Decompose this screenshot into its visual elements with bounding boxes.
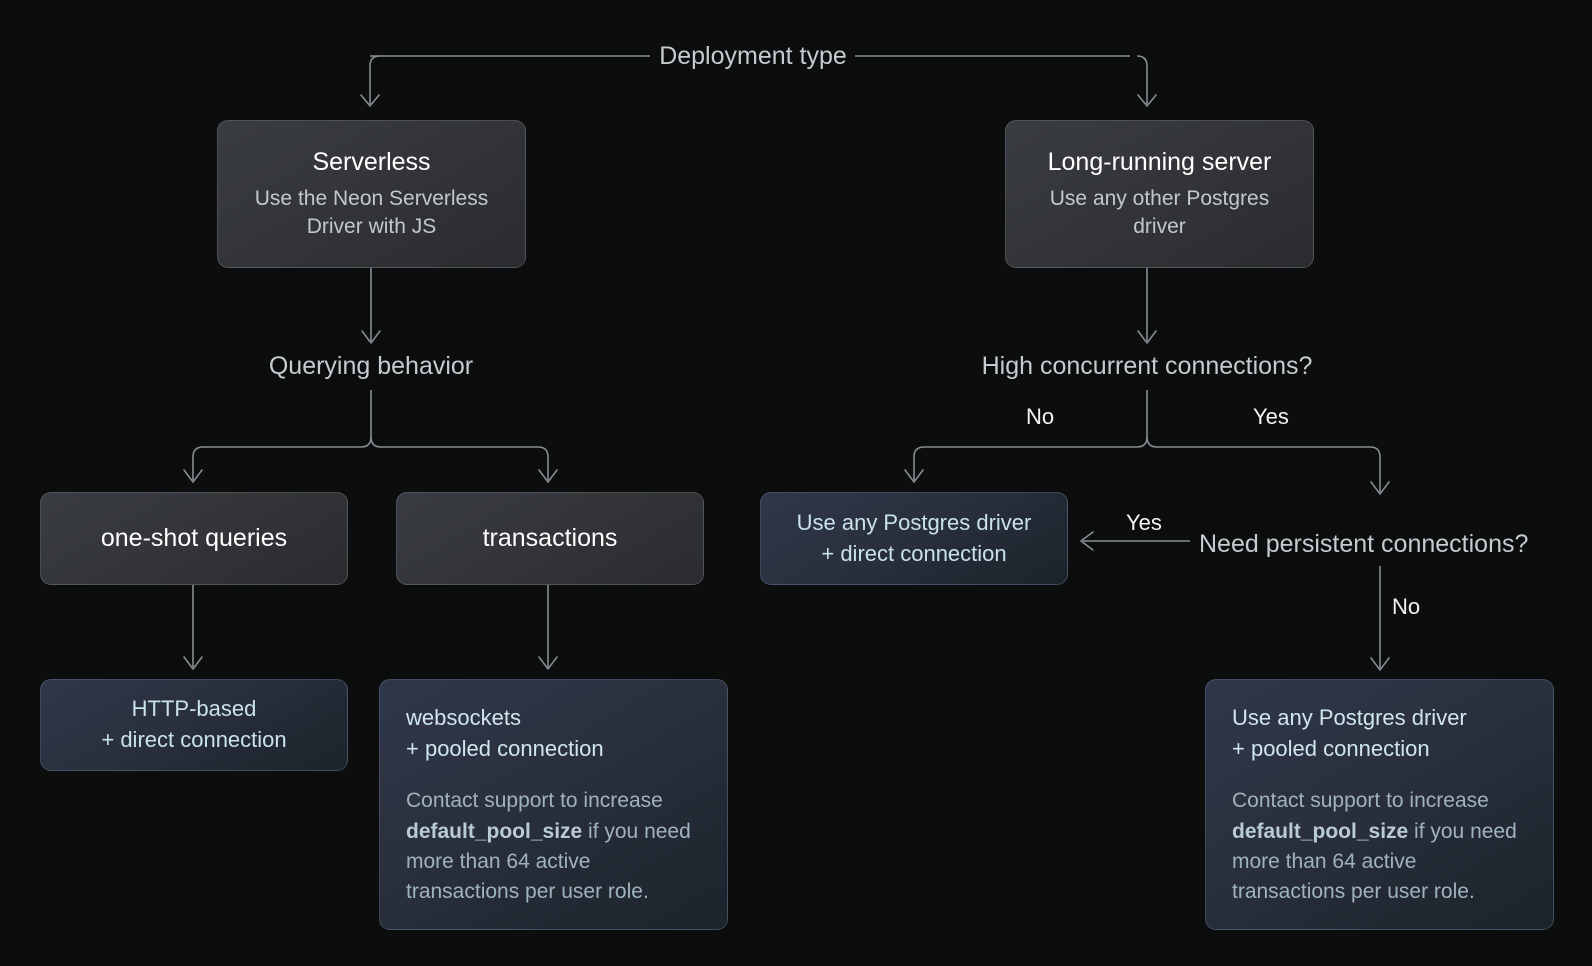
serverless-subtitle: Use the Neon Serverless Driver with JS (254, 186, 489, 238)
oneshot-label: one-shot queries (100, 524, 288, 552)
websockets-note: Contact support to increase default_pool… (406, 786, 701, 907)
edge-querying-to-oneshot (192, 436, 372, 480)
longrunning-title: Long-running server (1047, 148, 1272, 177)
websockets-note-after: if you need more than 64 active transact… (406, 819, 691, 903)
edge-root-to-longrunning (1136, 55, 1148, 104)
question-high-concurrent-connections: High concurrent connections? (981, 352, 1313, 380)
node-oneshot-queries-box[interactable]: one-shot queries (40, 492, 348, 585)
websockets-note-code: default_pool_size (406, 819, 583, 843)
branch-label-persistent-yes: Yes (1126, 510, 1162, 535)
branch-label-concurrency-yes: Yes (1253, 404, 1289, 429)
http-line2: + direct connection (101, 727, 287, 752)
arrowhead-transactions-to-websockets (538, 656, 558, 670)
arrowhead-serverless-to-querying (361, 330, 381, 344)
arrowhead-root-to-longrunning (1137, 94, 1157, 107)
node-transactions-box[interactable]: transactions (396, 492, 704, 585)
websockets-line2: + pooled connection (406, 736, 604, 762)
transactions-label: transactions (482, 524, 618, 552)
serverless-title: Serverless (312, 148, 431, 177)
arrowhead-concurrency-yes (1370, 481, 1390, 495)
node-websockets-box[interactable]: websockets + pooled connection Contact s… (379, 679, 728, 930)
edge-querying-to-transactions (370, 436, 549, 480)
node-pooled-driver-box[interactable]: Use any Postgres driver + pooled connect… (1205, 679, 1554, 930)
http-line1: HTTP-based (131, 696, 257, 722)
branch-label-concurrency-no: No (1026, 404, 1055, 429)
arrowhead-root-to-serverless (360, 94, 380, 107)
node-longrunning-box[interactable]: Long-running server Use any other Postgr… (1005, 120, 1314, 268)
node-http-based-box[interactable]: HTTP-based + direct connection (40, 679, 348, 771)
question-need-persistent-connections: Need persistent connections? (1199, 530, 1529, 558)
pooled-driver-note: Contact support to increase default_pool… (1232, 786, 1527, 907)
arrowhead-concurrency-no (904, 469, 924, 483)
pooled-driver-line1: Use any Postgres driver (1232, 704, 1467, 730)
pooled-driver-note-code: default_pool_size (1232, 819, 1409, 843)
pooled-driver-note-after: if you need more than 64 active transact… (1232, 819, 1517, 903)
arrowhead-oneshot-to-http (183, 656, 203, 670)
direct-driver-line1: Use any Postgres driver (796, 509, 1032, 535)
arrowhead-querying-to-oneshot (183, 469, 203, 483)
branch-label-persistent-no: No (1392, 594, 1421, 619)
node-direct-driver-box[interactable]: Use any Postgres driver + direct connect… (760, 492, 1068, 585)
root-label: Deployment type (659, 42, 847, 70)
arrowhead-longrunning-to-concurrency (1137, 330, 1157, 344)
edge-root-to-serverless (369, 55, 381, 104)
arrowhead-persistent-yes (1080, 531, 1094, 551)
question-querying-behavior: Querying behavior (268, 352, 474, 380)
pooled-driver-line2: + pooled connection (1232, 736, 1430, 762)
edge-concurrency-yes (1146, 436, 1381, 492)
arrowhead-persistent-no (1370, 657, 1390, 671)
longrunning-subtitle: Use any other Postgres driver (1049, 186, 1270, 238)
websockets-line1: websockets (406, 704, 521, 730)
arrowhead-querying-to-transactions (538, 469, 558, 483)
direct-driver-line2: + direct connection (821, 540, 1007, 566)
edge-concurrency-no (913, 436, 1148, 480)
pooled-driver-note-before: Contact support to increase (1232, 789, 1489, 813)
websockets-note-before: Contact support to increase (406, 789, 663, 813)
node-serverless-box[interactable]: Serverless Use the Neon Serverless Drive… (217, 120, 526, 268)
